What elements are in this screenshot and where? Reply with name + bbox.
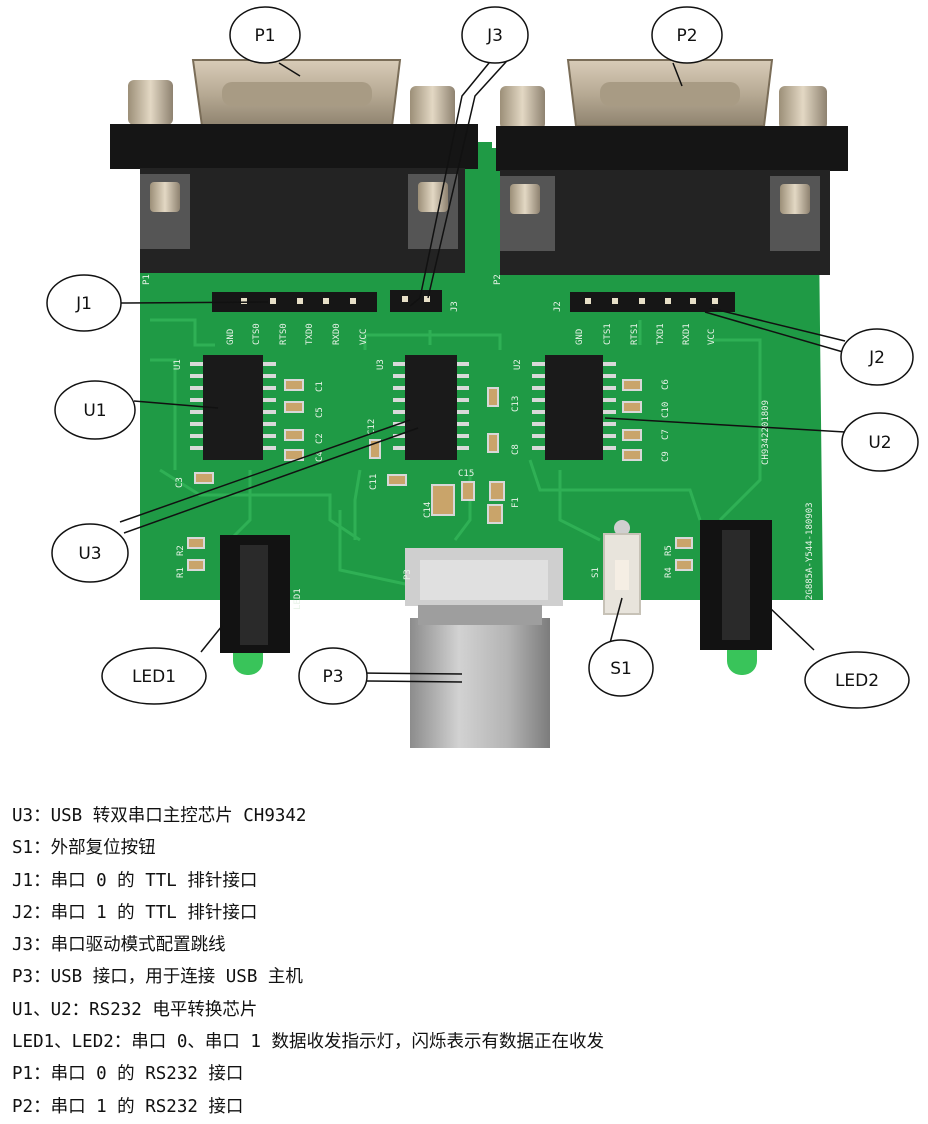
callout-j3: J3 xyxy=(461,6,529,64)
silk-j2-pin: GND xyxy=(575,329,585,345)
callout-label-led1: LED1 xyxy=(132,667,176,687)
silk-j2-pin: VCC xyxy=(707,329,717,345)
silk-cap: C3 xyxy=(175,477,185,488)
silk-cap: C10 xyxy=(661,402,671,418)
silk-s1: S1 xyxy=(591,567,601,578)
chip-u3 xyxy=(393,355,469,460)
silk-cap: C15 xyxy=(458,469,474,479)
silk-j1-pin: GND xyxy=(226,329,236,345)
silk-j2-pin: CTS1 xyxy=(603,323,613,345)
callout-label-p3: P3 xyxy=(322,667,343,687)
usb-connector-p3 xyxy=(405,548,563,748)
led2 xyxy=(700,520,772,675)
silk-j2: J2 xyxy=(553,301,563,312)
silk-j1-pin: RTS0 xyxy=(279,323,289,345)
silk-j1-pin: TXD0 xyxy=(305,323,315,345)
silk-cap: C4 xyxy=(315,451,325,462)
callout-label-u1: U1 xyxy=(83,401,106,421)
silk-cap: C7 xyxy=(661,429,671,440)
silk-resistor: R4 xyxy=(664,567,674,578)
silk-j2-pin: RTS1 xyxy=(630,323,640,345)
silk-j3: J3 xyxy=(450,301,460,312)
component-legend: U3：USB 转双串口主控芯片 CH9342 S1：外部复位按钮 J1：串口 0… xyxy=(12,800,912,1123)
pcb-traces xyxy=(150,318,762,587)
silk-cap: C11 xyxy=(369,474,379,490)
legend-item-led1-led2: LED1、LED2：串口 0、串口 1 数据收发指示灯，闪烁表示有数据正在收发 xyxy=(12,1032,604,1053)
callout-label-u2: U2 xyxy=(868,433,891,453)
callout-p2: P2 xyxy=(651,6,723,64)
callout-label-j3: J3 xyxy=(486,26,503,46)
silk-cap: C5 xyxy=(315,407,325,418)
legend-item-s1: S1：外部复位按钮 xyxy=(12,838,156,859)
silk-resistor: R1 xyxy=(176,567,186,578)
callout-leaders xyxy=(119,51,846,683)
legend-item-p1: P1：串口 0 的 RS232 接口 xyxy=(12,1064,244,1085)
silk-board-id: CH9342201809 xyxy=(761,400,771,465)
legend-item-p2: P2：串口 1 的 RS232 接口 xyxy=(12,1096,244,1117)
silk-resistor: R5 xyxy=(664,545,674,556)
callout-p3: P3 xyxy=(298,647,368,705)
silk-fuse: F1 xyxy=(511,497,521,508)
silk-j1-pin: RXD0 xyxy=(332,323,342,345)
smd-passives xyxy=(187,379,693,571)
silk-u3: U3 xyxy=(376,359,386,370)
silk-p2: P2 xyxy=(493,274,503,285)
silk-cap: C6 xyxy=(661,379,671,390)
legend-item-j2: J2：串口 1 的 TTL 排针接口 xyxy=(12,902,258,923)
silk-j2-pin: TXD1 xyxy=(656,323,666,345)
pin-header-j1 xyxy=(212,292,377,312)
led1 xyxy=(220,535,290,675)
silk-resistor: R2 xyxy=(176,545,186,556)
callout-led2: LED2 xyxy=(804,651,910,709)
silk-cap: C12 xyxy=(367,419,377,435)
silk-j1-pin: VCC xyxy=(359,329,369,345)
board-diagram: P1 P2 P3 J3 J2 U1 U3 U2 S1 LED1 GND CTS0… xyxy=(46,6,919,748)
callout-j2: J2 xyxy=(840,328,914,386)
pin-header-j2 xyxy=(570,292,735,312)
legend-item-u3: U3：USB 转双串口主控芯片 CH9342 xyxy=(12,806,307,826)
db9-connector-p2 xyxy=(496,59,848,275)
callout-label-u3: U3 xyxy=(78,544,101,564)
callout-u2: U2 xyxy=(841,412,919,472)
silk-u1: U1 xyxy=(173,359,183,370)
legend-item-j3: J3：串口驱动模式配置跳线 xyxy=(12,935,226,956)
callout-label-s1: S1 xyxy=(610,659,632,679)
callout-label-led2: LED2 xyxy=(835,671,879,691)
silk-cap: C14 xyxy=(423,502,433,518)
legend-item-j1: J1：串口 0 的 TTL 排针接口 xyxy=(12,870,258,891)
legend-item-u1-u2: U1、U2：RS232 电平转换芯片 xyxy=(12,999,258,1020)
chip-u2 xyxy=(532,355,616,460)
callout-j1: J1 xyxy=(46,274,122,332)
silk-led1: LED1 xyxy=(293,588,303,610)
silk-j1-pin: CTS0 xyxy=(252,323,262,345)
legend-item-p3: P3：USB 接口，用于连接 USB 主机 xyxy=(12,967,303,988)
callout-u1: U1 xyxy=(54,380,136,440)
silk-j2-pin: RXD1 xyxy=(682,323,692,345)
callout-label-p1: P1 xyxy=(254,26,275,46)
silk-cap: C8 xyxy=(511,444,521,455)
db9-connector-p1 xyxy=(110,59,478,273)
silk-p1: P1 xyxy=(142,274,152,285)
callout-s1: S1 xyxy=(588,639,654,697)
silk-cap: C1 xyxy=(315,381,325,392)
silk-cap: C13 xyxy=(511,396,521,412)
silk-board-code: 2G885A-Y544-180903 xyxy=(805,502,815,600)
callout-label-j2: J2 xyxy=(868,348,885,368)
silk-p3: P3 xyxy=(403,569,413,580)
callout-label-p2: P2 xyxy=(676,26,697,46)
silk-u2: U2 xyxy=(513,359,523,370)
silk-cap: C9 xyxy=(661,451,671,462)
silkscreen: P1 P2 P3 J3 J2 U1 U3 U2 S1 LED1 GND CTS0… xyxy=(142,274,815,610)
callout-u3: U3 xyxy=(51,523,129,583)
silk-cap: C2 xyxy=(315,433,325,444)
callout-p1: P1 xyxy=(229,6,301,64)
callout-label-j1: J1 xyxy=(75,294,92,314)
callout-led1: LED1 xyxy=(101,647,207,705)
